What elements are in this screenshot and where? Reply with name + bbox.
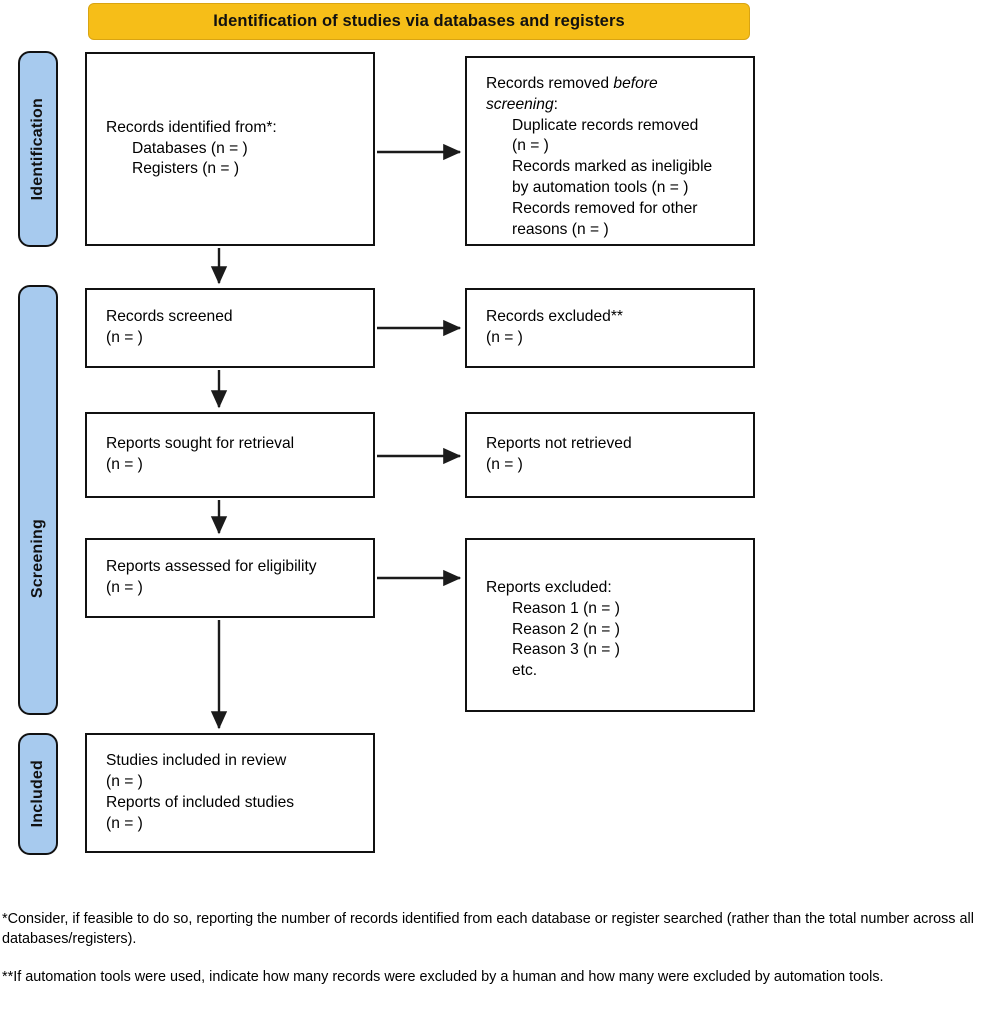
box-studies-included: Studies included in review (n = ) Reports … bbox=[85, 733, 375, 853]
reports-excluded-line2: Reason 1 (n = ) bbox=[512, 599, 620, 617]
records-removed-line5: Records marked as ineligible bbox=[512, 158, 713, 176]
box-studies-included-text: Studies included in review (n = ) Reports … bbox=[87, 751, 373, 834]
flow-header-title: Identification of studies via databases … bbox=[213, 12, 625, 30]
records-identified-line1: Records identified from*: bbox=[106, 118, 277, 136]
records-identified-line2: Databases (n = ) bbox=[132, 139, 248, 157]
records-excluded-line2: (n = ) bbox=[486, 329, 523, 346]
box-reports-not-retrieved-text: Reports not retrieved (n = ) bbox=[467, 434, 753, 476]
box-reports-excluded-text: Reports excluded: Reason 1 (n = ) Reason 2… bbox=[467, 578, 753, 682]
box-reports-assessed-text: Reports assessed for eligibility (n = ) bbox=[87, 557, 373, 599]
stage-pill-identification: Identification bbox=[18, 51, 58, 247]
records-screened-line1: Records screened bbox=[106, 308, 233, 326]
reports-sought-line1: Reports sought for retrieval bbox=[106, 435, 295, 453]
records-removed-line1a: Records removed bbox=[486, 75, 614, 92]
reports-assessed-line2: (n = ) bbox=[106, 579, 143, 596]
stage-pill-screening: Screening bbox=[18, 285, 58, 715]
flow-header-banner: Identification of studies via databases … bbox=[88, 3, 750, 40]
reports-excluded-line4: Reason 3 (n = ) bbox=[512, 641, 620, 659]
box-records-excluded: Records excluded** (n = ) bbox=[465, 288, 755, 368]
records-removed-line6: by automation tools (n = ) bbox=[512, 179, 689, 197]
box-reports-assessed: Reports assessed for eligibility (n = ) bbox=[85, 538, 375, 618]
reports-not-retrieved-line2: (n = ) bbox=[486, 456, 523, 473]
records-removed-line7: Records removed for other bbox=[512, 199, 698, 217]
box-records-identified: Records identified from*: Databases (n = … bbox=[85, 52, 375, 246]
records-screened-line2: (n = ) bbox=[106, 329, 143, 346]
records-excluded-line1: Records excluded** bbox=[486, 308, 623, 326]
studies-included-line3: Reports of included studies bbox=[106, 794, 295, 811]
box-records-removed-text: Records removed before screening: Duplicat… bbox=[467, 74, 753, 241]
box-records-excluded-text: Records excluded** (n = ) bbox=[467, 307, 753, 349]
reports-excluded-line3: Reason 2 (n = ) bbox=[512, 620, 620, 638]
footnote-consider: *Consider, if feasible to do so, reporti… bbox=[2, 911, 974, 947]
studies-included-line2: (n = ) bbox=[106, 773, 143, 791]
reports-excluded-line5: etc. bbox=[512, 662, 538, 680]
reports-sought-line2: (n = ) bbox=[106, 456, 143, 473]
records-removed-line1-emphasis: before bbox=[613, 75, 658, 92]
footnotes-section: *Consider, if feasible to do so, reporti… bbox=[2, 910, 998, 1006]
stage-label-included: Included bbox=[29, 760, 46, 828]
box-records-screened-text: Records screened (n = ) bbox=[87, 307, 373, 349]
records-identified-line3: Registers (n = ) bbox=[132, 160, 240, 178]
box-records-removed-before-screening: Records removed before screening: Duplicat… bbox=[465, 56, 755, 246]
records-removed-line3: Duplicate records removed bbox=[512, 116, 699, 134]
reports-assessed-line1: Reports assessed for eligibility bbox=[106, 558, 317, 576]
footnote-automation: **If automation tools were used, indicat… bbox=[2, 968, 884, 985]
stage-label-screening: Screening bbox=[29, 519, 46, 599]
records-removed-line4: (n = ) bbox=[512, 137, 549, 155]
studies-included-line1: Studies included in review bbox=[106, 752, 287, 770]
records-removed-line2b: : bbox=[553, 95, 558, 113]
box-reports-sought: Reports sought for retrieval (n = ) bbox=[85, 412, 375, 498]
stage-label-identification: Identification bbox=[29, 97, 46, 201]
reports-not-retrieved-line1: Reports not retrieved bbox=[486, 435, 632, 453]
box-reports-sought-text: Reports sought for retrieval (n = ) bbox=[87, 434, 373, 476]
box-records-screened: Records screened (n = ) bbox=[85, 288, 375, 368]
records-removed-line8: reasons (n = ) bbox=[512, 220, 609, 238]
records-removed-line2-emphasis: screening bbox=[486, 95, 554, 113]
box-reports-excluded: Reports excluded: Reason 1 (n = ) Reason 2… bbox=[465, 538, 755, 712]
stage-pill-included: Included bbox=[18, 733, 58, 855]
box-reports-not-retrieved: Reports not retrieved (n = ) bbox=[465, 412, 755, 498]
studies-included-line4: (n = ) bbox=[106, 814, 143, 832]
box-records-identified-text: Records identified from*: Databases (n = … bbox=[87, 118, 373, 180]
reports-excluded-line1: Reports excluded: bbox=[486, 579, 612, 596]
